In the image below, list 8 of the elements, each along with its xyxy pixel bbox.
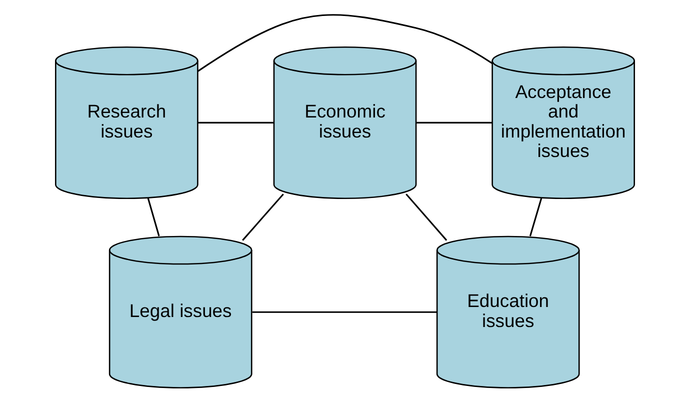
connector <box>242 193 284 240</box>
connector <box>406 193 448 240</box>
connector <box>198 121 274 124</box>
connector <box>198 14 493 72</box>
connector <box>416 121 492 124</box>
connector <box>252 310 437 312</box>
connector <box>529 198 542 236</box>
connector <box>147 198 160 236</box>
